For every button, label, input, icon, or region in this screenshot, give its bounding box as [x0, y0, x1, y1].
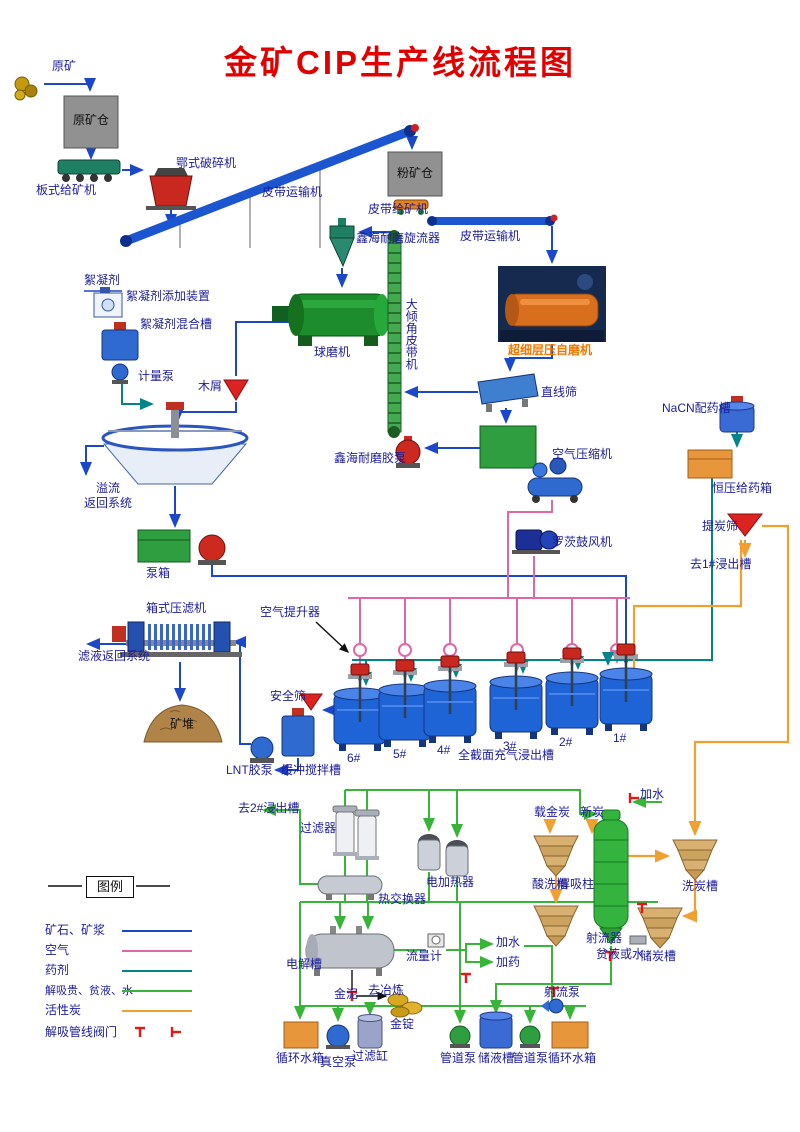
ball-mill-shape: [272, 293, 390, 346]
flow-meter-shape: [427, 933, 445, 948]
belt-feeder-shape: [393, 199, 429, 215]
water-lines: [262, 789, 662, 1024]
jet-device-shape: [629, 935, 647, 945]
air-compressor-shape: [527, 457, 583, 503]
leaching-tank-3: [488, 650, 544, 741]
lnt-pump-shape: [250, 736, 274, 763]
safety-screen-shape: [299, 693, 323, 711]
pipe-pump-1-shape: [449, 1025, 471, 1048]
pump-box-pump-shape: [198, 534, 226, 565]
belt-conveyor-2-shape: [427, 214, 558, 226]
heat-exchanger-shape: [317, 875, 383, 900]
acid-wash-tank-shape: [533, 835, 579, 877]
leaching-tank-1: [598, 642, 654, 733]
filter-press-shape: [112, 621, 242, 657]
dosing-box-shape: [687, 449, 733, 479]
autogenous-mill-shape: [498, 266, 606, 342]
leaching-tank-5: [377, 658, 433, 749]
metering-pump-shape: [111, 363, 129, 384]
incline-belt-shape: [387, 230, 402, 438]
raw-ore-icon: [14, 76, 38, 101]
carbon-wash-tank-shape: [672, 839, 718, 881]
buffer-tank-shape: [281, 708, 315, 757]
flocculant-adder-shape: [84, 287, 123, 318]
filter-shape: [332, 805, 380, 860]
roots-blower-shape: [512, 529, 560, 554]
carbon-screen-shape: [726, 513, 764, 537]
slurry-pump-shape: [395, 436, 421, 468]
nacn-tank-shape: [719, 396, 755, 433]
pipe-pump-2-shape: [519, 1025, 541, 1048]
ore-pile-shape: [143, 704, 223, 743]
screen-underflow-box-shape: [479, 425, 537, 469]
storage-tank-shape: [479, 1011, 513, 1049]
carbon-lines: [543, 524, 790, 923]
leaching-tank-6: [332, 662, 388, 753]
desorption-column-shape: [593, 809, 629, 945]
legend-graphics: [48, 885, 183, 1039]
pump-box-shape: [137, 529, 191, 563]
thickener-shape: [101, 402, 249, 485]
circ-water-box-1-shape: [283, 1021, 319, 1049]
air-lines: [348, 500, 630, 684]
leaching-tank-4: [422, 654, 478, 745]
circ-water-box-2-shape: [551, 1021, 589, 1049]
wood-chips-screen-shape: [223, 379, 249, 401]
leaching-tank-2: [544, 646, 600, 737]
cyclone-shape: [329, 218, 355, 268]
jaw-crusher-shape: [146, 168, 196, 210]
plate-feeder-shape: [57, 159, 121, 182]
carbon-storage-cone-1: [533, 905, 579, 947]
linear-screen-shape: [477, 373, 539, 412]
vacuum-pump-shape: [326, 1024, 350, 1049]
jet-pump-shape: [541, 998, 564, 1014]
raw-ore-bin-shape: [63, 95, 119, 149]
belt-conveyor-1-shape: [120, 124, 419, 248]
electrolysis-tank-shape: [305, 926, 395, 976]
electric-heater-shape: [417, 834, 469, 877]
filter-cylinder-shape: [357, 1014, 383, 1049]
fine-ore-bin-shape: [387, 151, 443, 197]
flocculant-mixer-shape: [101, 322, 139, 361]
pointer-lines: [315, 621, 388, 1001]
gold-ingot-shape: [387, 993, 423, 1018]
